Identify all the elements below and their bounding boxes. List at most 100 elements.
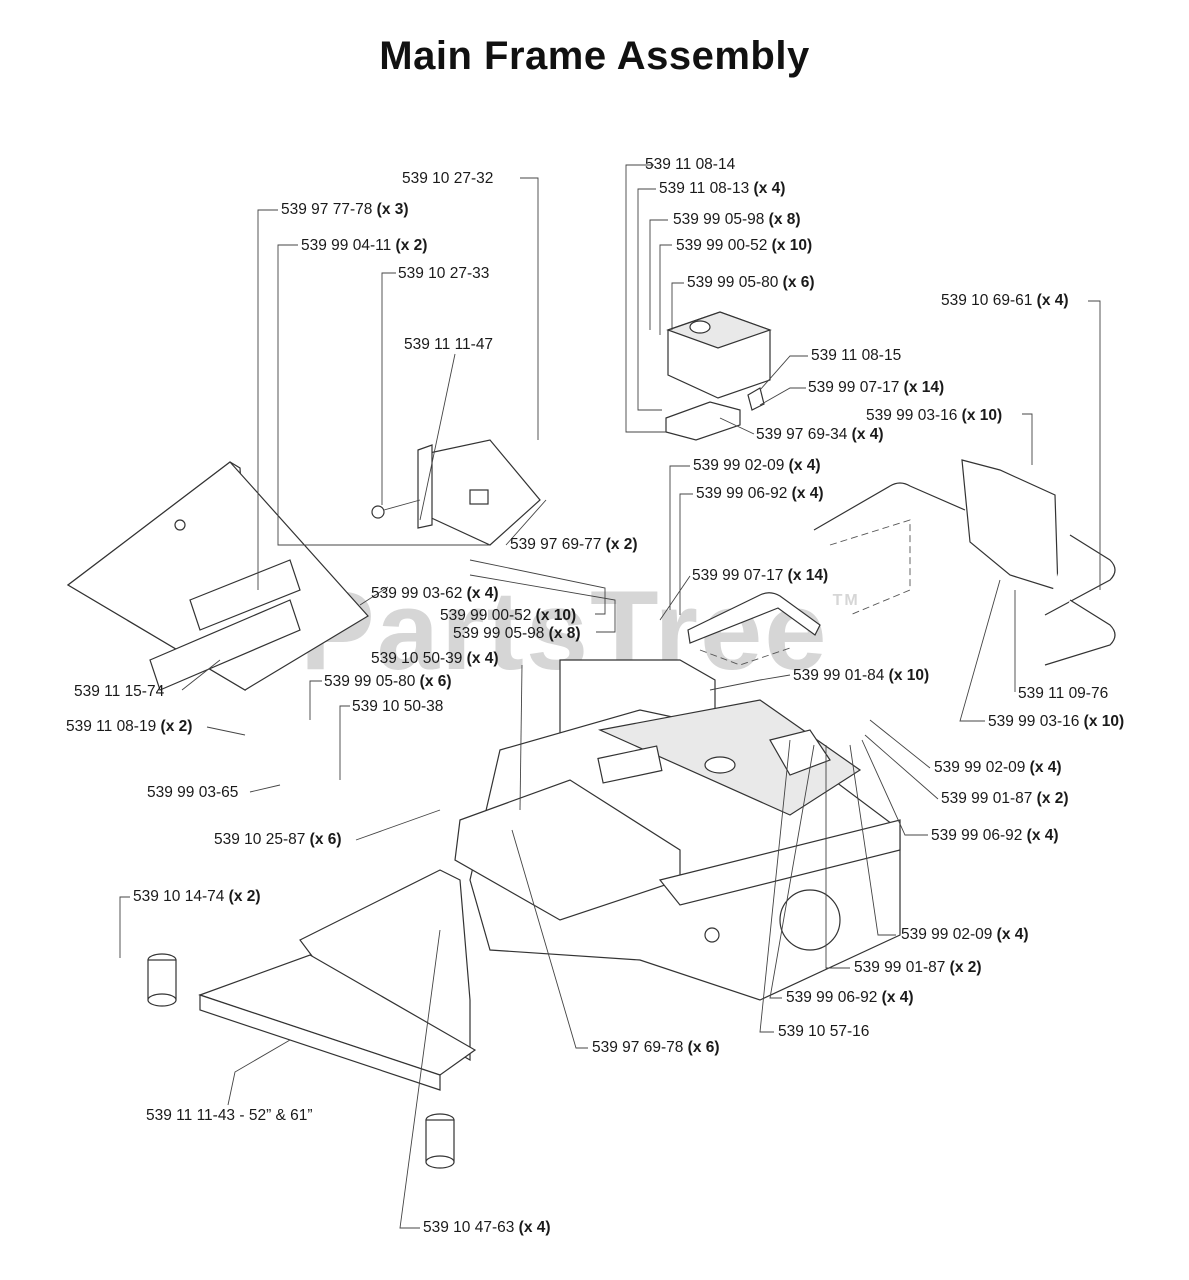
part-number: 539 97 69-34 bbox=[756, 426, 848, 443]
part-quantity: (x 3) bbox=[376, 201, 409, 218]
part-number: 539 10 50-39 bbox=[371, 650, 463, 667]
callout-539-10-69-61: 539 10 69-61(x 4) bbox=[941, 292, 1069, 310]
part-quantity: (x 14) bbox=[787, 567, 829, 584]
part-quantity: (x 8) bbox=[768, 211, 801, 228]
part-quantity: (x 6) bbox=[782, 274, 815, 291]
part-quantity: (x 4) bbox=[1036, 292, 1069, 309]
part-quantity: (x 4) bbox=[881, 989, 914, 1006]
callout-539-99-03-62: 539 99 03-62(x 4) bbox=[371, 585, 499, 603]
part-number: 539 99 00-52 bbox=[676, 237, 768, 254]
part-quantity: (x 4) bbox=[753, 180, 786, 197]
upper-bracket-plate bbox=[371, 439, 541, 546]
callout-539-99-04-11: 539 99 04-11(x 2) bbox=[301, 237, 427, 255]
part-quantity: (x 10) bbox=[535, 607, 577, 624]
rear-deck bbox=[198, 954, 477, 1091]
part-number: 539 11 08-15 bbox=[811, 347, 902, 364]
main-frame bbox=[299, 659, 901, 1062]
part-number: 539 99 02-09 bbox=[693, 457, 785, 474]
callout-539-10-50-39: 539 10 50-39(x 4) bbox=[371, 650, 499, 668]
callout-539-11-08-15: 539 11 08-15 bbox=[811, 347, 901, 365]
callout-539-99-06-92-low: 539 99 06-92(x 4) bbox=[786, 989, 914, 1007]
callout-539-10-27-33: 539 10 27-33 bbox=[398, 265, 489, 283]
callout-539-99-00-52-top: 539 99 00-52(x 10) bbox=[676, 237, 812, 255]
part-quantity: (x 2) bbox=[160, 718, 193, 735]
part-number: 539 11 11-43 - 52” & 61” bbox=[146, 1107, 313, 1124]
callout-539-99-07-17-mid: 539 99 07-17(x 14) bbox=[692, 567, 828, 585]
part-number: 539 11 11-47 bbox=[404, 336, 494, 353]
callout-539-99-02-09-low: 539 99 02-09(x 4) bbox=[901, 926, 1029, 944]
part-number: 539 99 03-62 bbox=[371, 585, 463, 602]
part-number: 539 99 04-11 bbox=[301, 237, 392, 254]
part-quantity: (x 4) bbox=[466, 650, 499, 667]
part-number: 539 11 08-19 bbox=[66, 718, 157, 735]
watermark-trademark: TM bbox=[832, 592, 860, 609]
callout-539-97-69-34: 539 97 69-34(x 4) bbox=[756, 426, 884, 444]
control-bracket bbox=[813, 459, 1116, 666]
callout-539-99-02-09-mid: 539 99 02-09(x 4) bbox=[934, 759, 1062, 777]
callout-539-11-11-43: 539 11 11-43 - 52” & 61” bbox=[146, 1107, 313, 1125]
part-number: 539 99 06-92 bbox=[696, 485, 788, 502]
callout-539-99-00-52-mid: 539 99 00-52(x 10) bbox=[440, 607, 576, 625]
callout-539-97-69-78: 539 97 69-78(x 6) bbox=[592, 1039, 720, 1057]
part-quantity: (x 6) bbox=[309, 831, 342, 848]
callout-539-10-50-38: 539 10 50-38 bbox=[352, 698, 443, 716]
callout-539-10-57-16: 539 10 57-16 bbox=[778, 1023, 869, 1041]
part-number: 539 11 09-76 bbox=[1018, 685, 1109, 702]
part-number: 539 10 14-74 bbox=[133, 888, 225, 905]
fuel-tank bbox=[665, 311, 772, 441]
part-number: 539 99 03-65 bbox=[147, 784, 239, 801]
part-number: 539 99 02-09 bbox=[901, 926, 993, 943]
part-quantity: (x 8) bbox=[548, 625, 581, 642]
part-quantity: (x 10) bbox=[888, 667, 930, 684]
part-number: 539 10 25-87 bbox=[214, 831, 306, 848]
callout-539-99-01-87-mid: 539 99 01-87(x 2) bbox=[941, 790, 1069, 808]
leader-lines bbox=[119, 164, 1101, 1229]
part-quantity: (x 10) bbox=[771, 237, 813, 254]
part-number: 539 10 69-61 bbox=[941, 292, 1033, 309]
callout-539-97-69-77: 539 97 69-77(x 2) bbox=[510, 536, 638, 554]
callout-539-99-07-17-top: 539 99 07-17(x 14) bbox=[808, 379, 944, 397]
part-quantity: (x 2) bbox=[228, 888, 261, 905]
caster-tubes bbox=[147, 953, 455, 1169]
part-quantity: (x 14) bbox=[903, 379, 945, 396]
part-quantity: (x 10) bbox=[1083, 713, 1125, 730]
part-quantity: (x 2) bbox=[395, 237, 428, 254]
part-quantity: (x 2) bbox=[1036, 790, 1069, 807]
part-quantity: (x 4) bbox=[466, 585, 499, 602]
part-number: 539 99 02-09 bbox=[934, 759, 1026, 776]
callout-539-11-11-47: 539 11 11-47 bbox=[404, 336, 493, 354]
part-quantity: (x 6) bbox=[687, 1039, 720, 1056]
callout-539-99-01-87-low: 539 99 01-87(x 2) bbox=[854, 959, 982, 977]
callout-539-99-05-80-mid: 539 99 05-80(x 6) bbox=[324, 673, 452, 691]
callout-539-11-08-14: 539 11 08-14 bbox=[645, 156, 735, 174]
part-number: 539 99 05-98 bbox=[673, 211, 765, 228]
part-number: 539 97 69-77 bbox=[510, 536, 602, 553]
part-number: 539 99 00-52 bbox=[440, 607, 532, 624]
page-title: Main Frame Assembly bbox=[379, 34, 810, 78]
part-number: 539 10 50-38 bbox=[352, 698, 444, 715]
part-number: 539 10 27-32 bbox=[402, 170, 494, 187]
part-quantity: (x 6) bbox=[419, 673, 452, 690]
part-number: 539 99 05-80 bbox=[324, 673, 416, 690]
part-number: 539 10 47-63 bbox=[423, 1219, 515, 1236]
part-quantity: (x 4) bbox=[788, 457, 821, 474]
callout-539-11-08-13: 539 11 08-13(x 4) bbox=[659, 180, 785, 198]
middle-rail bbox=[687, 592, 821, 666]
callout-539-10-25-87: 539 10 25-87(x 6) bbox=[214, 831, 342, 849]
part-quantity: (x 4) bbox=[851, 426, 884, 443]
part-number: 539 10 57-16 bbox=[778, 1023, 870, 1040]
callout-539-99-03-16-top: 539 99 03-16(x 10) bbox=[866, 407, 1002, 425]
part-number: 539 99 07-17 bbox=[692, 567, 784, 584]
callout-539-99-06-92-mid: 539 99 06-92(x 4) bbox=[931, 827, 1059, 845]
callout-539-99-05-98-mid: 539 99 05-98(x 8) bbox=[453, 625, 581, 643]
callout-539-99-02-09-top: 539 99 02-09(x 4) bbox=[693, 457, 821, 475]
part-quantity: (x 2) bbox=[949, 959, 982, 976]
part-quantity: (x 4) bbox=[1029, 759, 1062, 776]
callout-539-11-15-74: 539 11 15-74 bbox=[74, 683, 164, 701]
part-number: 539 99 06-92 bbox=[786, 989, 878, 1006]
callout-539-97-77-78: 539 97 77-78(x 3) bbox=[281, 201, 409, 219]
part-number: 539 99 03-16 bbox=[866, 407, 958, 424]
callout-539-99-03-65: 539 99 03-65 bbox=[147, 784, 238, 802]
part-number: 539 10 27-33 bbox=[398, 265, 490, 282]
